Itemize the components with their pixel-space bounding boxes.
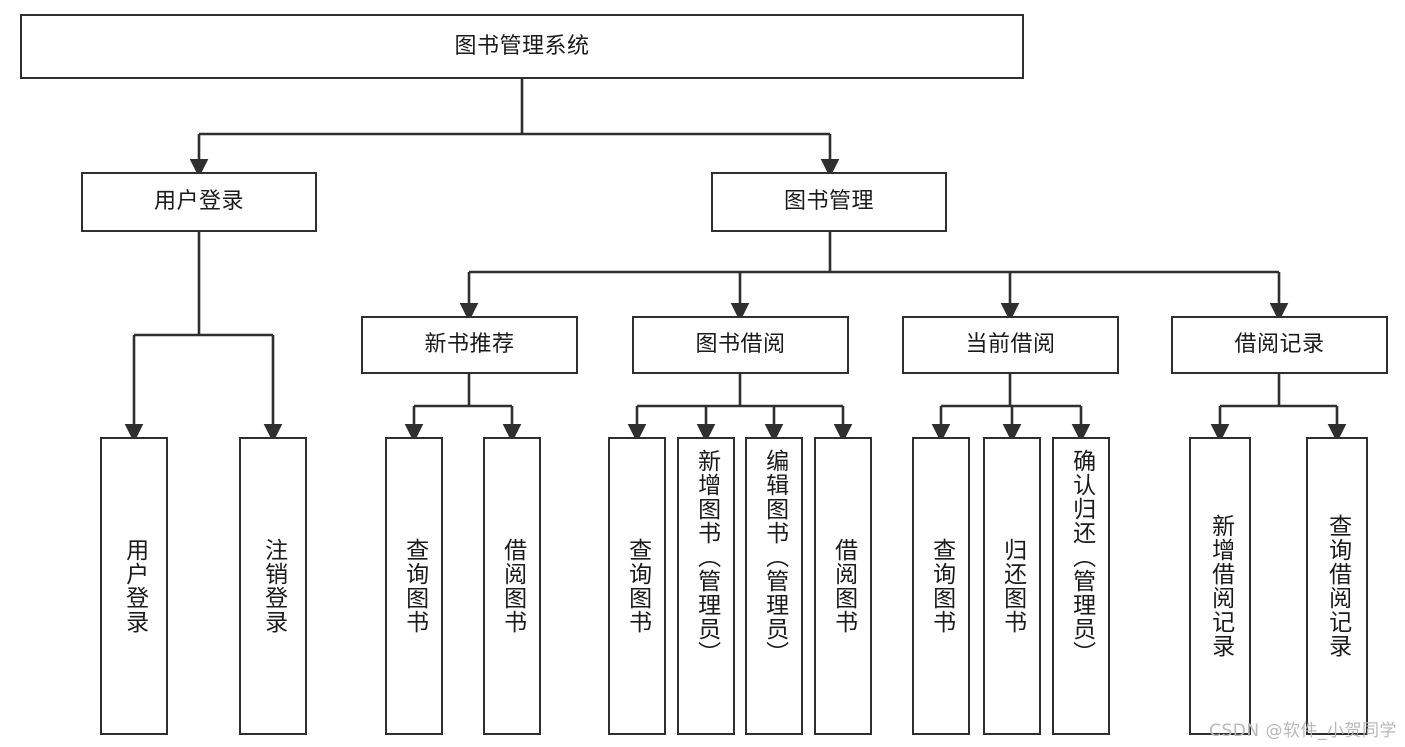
node-user-login[interactable]: 用户登录 [81, 172, 317, 232]
node-leaf-query-book-2-label: 查询图书 [624, 538, 651, 634]
node-current-borrow-label: 当前借阅 [965, 332, 1056, 357]
node-leaf-user-login-label: 用户登录 [121, 538, 148, 634]
node-leaf-confirm-return-admin-label: 确认归还（管理员） [1068, 449, 1095, 665]
node-leaf-user-login[interactable]: 用户登录 [100, 437, 168, 735]
node-new-book-recommend-label: 新书推荐 [424, 332, 515, 357]
node-borrow-record[interactable]: 借阅记录 [1171, 316, 1388, 374]
node-user-login-label: 用户登录 [153, 189, 244, 214]
node-borrow-record-label: 借阅记录 [1234, 332, 1325, 357]
node-leaf-add-borrow-record[interactable]: 新增借阅记录 [1189, 437, 1251, 735]
node-leaf-edit-book-admin-label: 编辑图书（管理员） [761, 449, 788, 665]
node-leaf-logout-login-label: 注销登录 [260, 538, 287, 634]
node-leaf-confirm-return-admin[interactable]: 确认归还（管理员） [1052, 437, 1110, 735]
node-leaf-return-book-label: 归还图书 [999, 538, 1026, 634]
node-leaf-add-borrow-record-label: 新增借阅记录 [1207, 514, 1234, 658]
node-root-label: 图书管理系统 [454, 33, 590, 59]
node-current-borrow[interactable]: 当前借阅 [902, 316, 1119, 374]
node-leaf-query-book-1[interactable]: 查询图书 [385, 437, 443, 735]
node-root[interactable]: 图书管理系统 [20, 14, 1024, 79]
node-leaf-borrow-book-2[interactable]: 借阅图书 [814, 437, 872, 735]
node-leaf-add-book-admin[interactable]: 新增图书（管理员） [677, 437, 735, 735]
node-book-borrow[interactable]: 图书借阅 [632, 316, 849, 374]
node-leaf-query-borrow-record-label: 查询借阅记录 [1324, 514, 1351, 658]
node-leaf-add-book-admin-label: 新增图书（管理员） [693, 449, 720, 665]
node-book-borrow-label: 图书借阅 [695, 332, 786, 357]
node-book-management[interactable]: 图书管理 [711, 172, 947, 232]
node-leaf-query-book-1-label: 查询图书 [401, 538, 428, 634]
node-leaf-edit-book-admin[interactable]: 编辑图书（管理员） [745, 437, 803, 735]
csdn-watermark: CSDN @软件_小贺同学 [1209, 721, 1397, 741]
node-leaf-return-book[interactable]: 归还图书 [983, 437, 1041, 735]
node-leaf-logout-login[interactable]: 注销登录 [239, 437, 307, 735]
node-leaf-query-book-3-label: 查询图书 [928, 538, 955, 634]
node-new-book-recommend[interactable]: 新书推荐 [361, 316, 578, 374]
node-leaf-borrow-book-2-label: 借阅图书 [830, 538, 857, 634]
node-leaf-borrow-book-1[interactable]: 借阅图书 [483, 437, 541, 735]
node-leaf-borrow-book-1-label: 借阅图书 [499, 538, 526, 634]
node-book-management-label: 图书管理 [783, 189, 874, 214]
node-leaf-query-book-2[interactable]: 查询图书 [608, 437, 666, 735]
node-leaf-query-book-3[interactable]: 查询图书 [912, 437, 970, 735]
node-leaf-query-borrow-record[interactable]: 查询借阅记录 [1306, 437, 1368, 735]
